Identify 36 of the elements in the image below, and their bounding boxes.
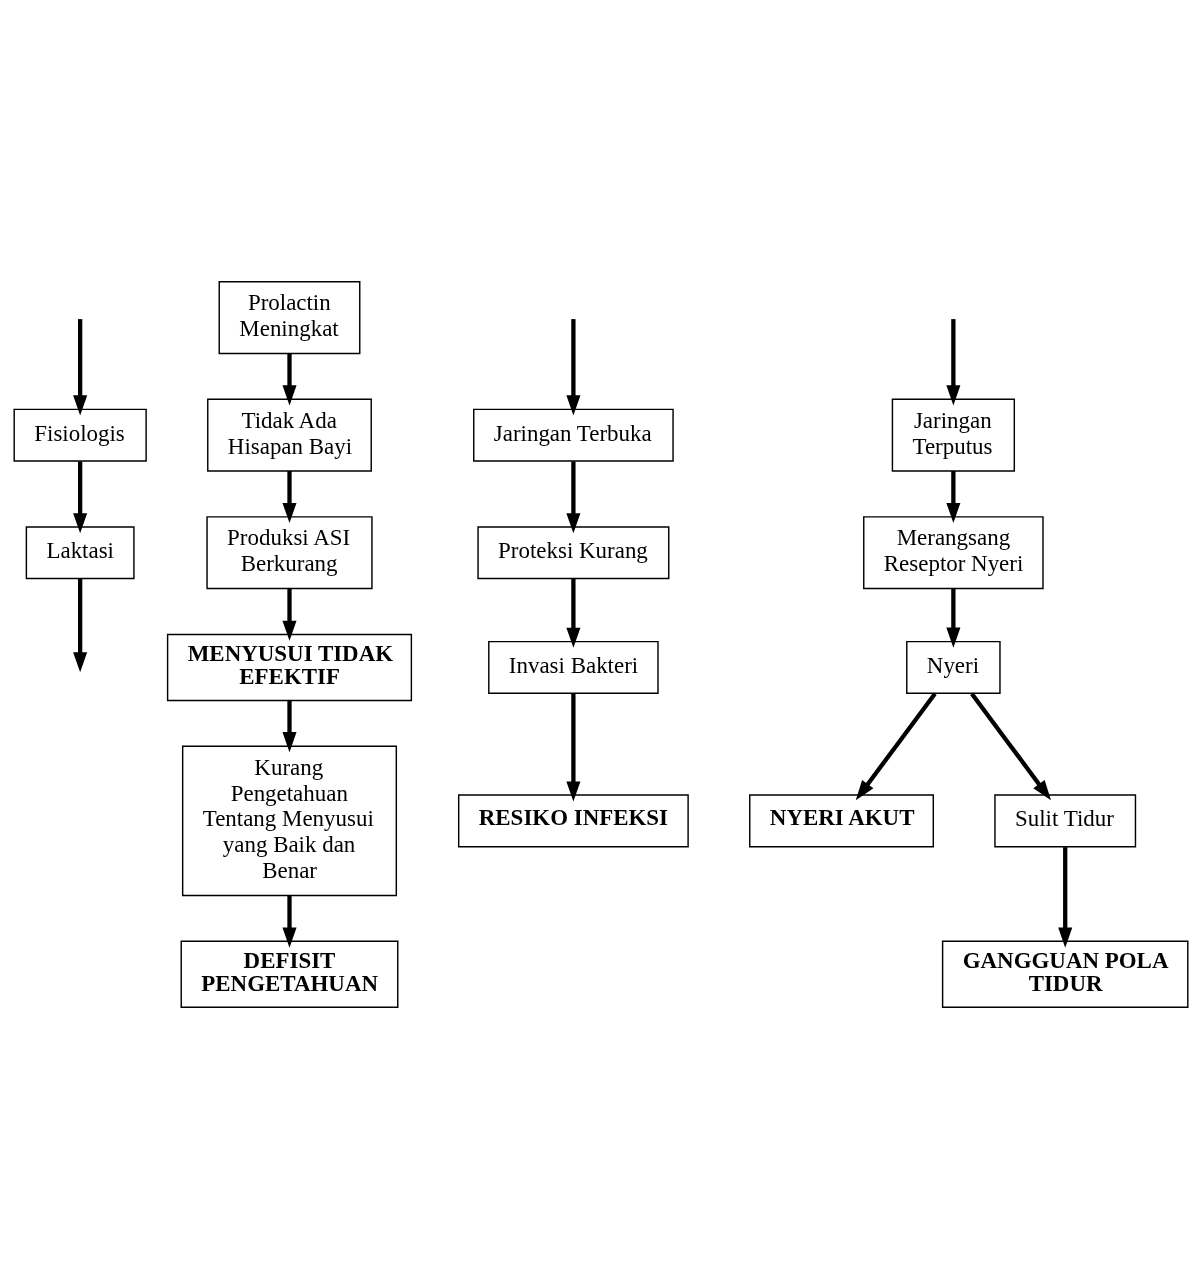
arrow bbox=[566, 318, 581, 415]
arrow bbox=[855, 691, 937, 800]
arrow bbox=[282, 588, 297, 641]
node-box: Proteksi Kurang bbox=[477, 525, 670, 579]
node-box: Jaringan Terputus bbox=[891, 398, 1016, 472]
arrow bbox=[73, 461, 88, 533]
node-box: RESIKO INFEKSI bbox=[457, 793, 689, 847]
arrow bbox=[946, 470, 961, 523]
arrow bbox=[282, 352, 297, 405]
node-box: Merangsang Reseptor Nyeri bbox=[863, 515, 1044, 589]
node-box: Prolactin Meningkat bbox=[218, 280, 361, 354]
node-box: Jaringan Terbuka bbox=[473, 408, 674, 462]
arrow bbox=[1058, 846, 1073, 948]
node-box: Tidak Ada Hisapan Bayi bbox=[207, 398, 372, 472]
arrow bbox=[566, 578, 581, 648]
node-box: Nyeri bbox=[906, 640, 1001, 694]
node-box: Invasi Bakteri bbox=[488, 640, 659, 694]
arrow bbox=[73, 318, 88, 415]
node-box: DEFISIT PENGETAHUAN bbox=[180, 940, 399, 1008]
node-box: NYERI AKUT bbox=[749, 793, 934, 847]
arrow bbox=[73, 578, 88, 672]
arrow bbox=[970, 691, 1051, 800]
node-box: Laktasi bbox=[25, 525, 135, 579]
node-box: Produksi ASI Berkurang bbox=[206, 515, 373, 589]
arrow bbox=[566, 461, 581, 533]
node-box: GANGGUAN POLA TIDUR bbox=[941, 940, 1189, 1008]
node-box: MENYUSUI TIDAK EFEKTIF bbox=[166, 633, 413, 701]
arrow bbox=[946, 588, 961, 648]
node-box: Sulit Tidur bbox=[994, 793, 1137, 847]
arrow bbox=[282, 699, 297, 752]
node-box: Kurang Pengetahuan Tentang Menyusui yang Baik dan Benar bbox=[181, 745, 398, 896]
arrow bbox=[282, 895, 297, 948]
arrow bbox=[946, 318, 961, 405]
arrow bbox=[282, 470, 297, 523]
node-box: Fisiologis bbox=[13, 408, 147, 462]
arrow bbox=[566, 693, 581, 802]
